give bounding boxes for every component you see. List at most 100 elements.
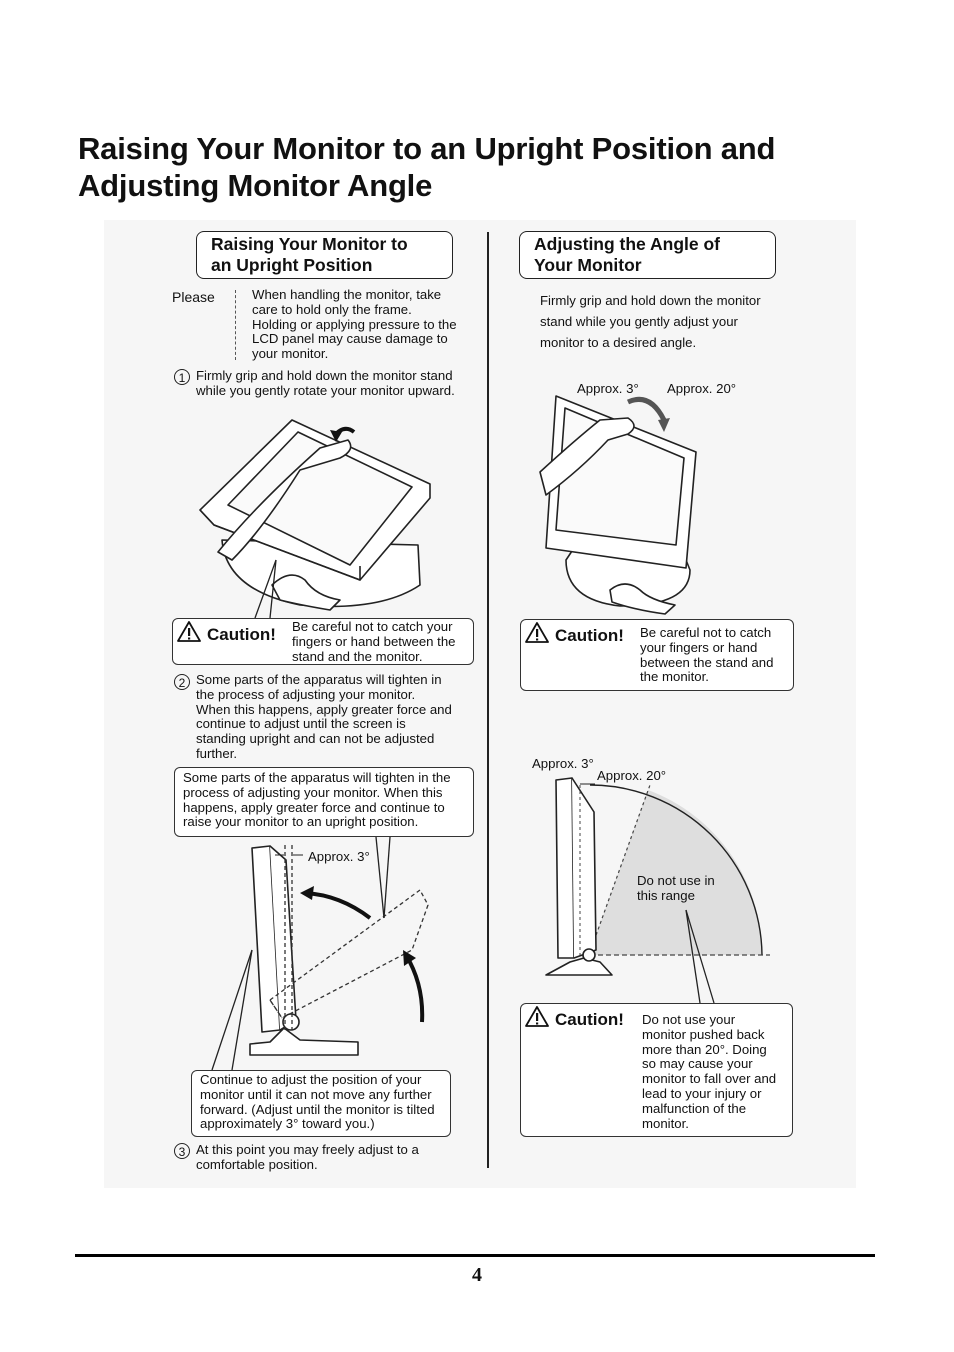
please-line: your monitor. bbox=[252, 346, 329, 362]
please-divider bbox=[235, 290, 236, 360]
please-line: When handling the monitor, take bbox=[252, 287, 442, 302]
right-heading-line1: Adjusting the Angle of bbox=[534, 234, 720, 254]
left-caution-label: Caution! bbox=[207, 625, 276, 644]
step3-number: 3 bbox=[174, 1143, 190, 1159]
page-number: 4 bbox=[472, 1264, 482, 1286]
stand-base bbox=[249, 1027, 359, 1056]
warning-triangle-icon bbox=[177, 621, 201, 642]
step2-line: Some parts of the apparatus will tighten… bbox=[196, 672, 442, 687]
caution-line: monitor to fall over and bbox=[642, 1071, 777, 1087]
step3-text: At this point you may freely adjust to a… bbox=[196, 1142, 486, 1173]
step2-line: continue to adjust until the screen is bbox=[196, 716, 406, 732]
caution-line: between the stand and bbox=[640, 654, 774, 670]
intro-line: monitor to a desired angle. bbox=[540, 335, 697, 350]
column-divider bbox=[487, 232, 489, 1168]
step2-number: 2 bbox=[174, 674, 190, 690]
step1-line: Firmly grip and hold down the monitor st… bbox=[196, 368, 453, 383]
right-caution2-label: Caution! bbox=[555, 1010, 624, 1029]
diagram-approx3-label: Approx. 3° bbox=[532, 756, 594, 771]
caution-line: lead to your injury or bbox=[642, 1085, 762, 1101]
caution-line: Be careful not to catch bbox=[640, 625, 772, 640]
diagram-approx20-label: Approx. 20° bbox=[597, 768, 667, 783]
left-heading-line2: an Upright Position bbox=[211, 255, 373, 275]
callout-line: monitor until it can not move any furthe… bbox=[200, 1086, 432, 1102]
left-approx3-label: Approx. 3° bbox=[308, 849, 370, 864]
right-caution1-text: Be careful not to catch your fingers or … bbox=[640, 625, 790, 685]
please-line: LCD panel may cause damage to bbox=[252, 331, 448, 347]
left-callout-continue: Continue to adjust the position of your … bbox=[191, 1070, 451, 1137]
please-line: care to hold only the frame. bbox=[252, 301, 412, 317]
left-caution-text: Be careful not to catch your fingers or … bbox=[292, 619, 472, 664]
raising-arm bbox=[217, 439, 352, 561]
intro-line: stand while you gently adjust your bbox=[540, 314, 738, 329]
caution-line: monitor. bbox=[642, 1115, 689, 1131]
callout-line: Continue to adjust the position of your bbox=[200, 1072, 422, 1087]
holding-hand bbox=[271, 574, 341, 611]
right-caution1-label: Caution! bbox=[555, 626, 624, 645]
caution-line: stand and the monitor. bbox=[292, 648, 423, 664]
step1-number: 1 bbox=[174, 369, 190, 385]
step3-line: At this point you may freely adjust to a bbox=[196, 1142, 419, 1157]
callout-line: happens, apply greater force and continu… bbox=[183, 799, 445, 815]
caution-line: Be careful not to catch your bbox=[292, 619, 453, 634]
range-line: this range bbox=[637, 887, 695, 903]
monitor-screen bbox=[227, 431, 413, 566]
restricted-range-label: Do not use in this range bbox=[637, 873, 715, 904]
page-title: Raising Your Monitor to an Upright Posit… bbox=[78, 130, 898, 204]
side-monitor bbox=[555, 777, 575, 959]
caution-line: monitor pushed back bbox=[642, 1026, 765, 1042]
left-caution-box bbox=[172, 618, 474, 665]
step1-line: while you gently rotate your monitor upw… bbox=[196, 382, 455, 398]
caution-line: more than 20°. Doing bbox=[642, 1041, 767, 1057]
right-holding-hand bbox=[609, 583, 676, 615]
side-stand bbox=[545, 957, 613, 976]
step1-text: Firmly grip and hold down the monitor st… bbox=[196, 368, 486, 399]
step2-line: When this happens, apply greater force a… bbox=[196, 701, 452, 717]
warning-triangle-icon bbox=[525, 1006, 549, 1027]
range-line: Do not use in bbox=[637, 873, 715, 888]
please-note: When handling the monitor, take care to … bbox=[252, 287, 487, 362]
step2-line: the process of adjusting your monitor. bbox=[196, 686, 416, 702]
page-title-line1: Raising Your Monitor to an Upright Posit… bbox=[78, 131, 776, 166]
footer-rule bbox=[75, 1254, 875, 1257]
adjusting-hand bbox=[539, 417, 635, 496]
please-line: Holding or applying pressure to the bbox=[252, 316, 457, 332]
caution-line: the monitor. bbox=[640, 669, 709, 685]
callout-line: Some parts of the apparatus will tighten… bbox=[183, 770, 451, 785]
step2-text: Some parts of the apparatus will tighten… bbox=[196, 672, 486, 762]
right-section-heading: Adjusting the Angle of Your Monitor bbox=[519, 231, 776, 279]
restricted-range bbox=[590, 790, 763, 955]
warning-triangle-icon bbox=[525, 622, 549, 643]
caution-line: Do not use your bbox=[642, 1012, 736, 1027]
callout-line: raise your monitor to an upright positio… bbox=[183, 814, 419, 830]
right-caution-box-1 bbox=[520, 619, 794, 691]
right-approx3-label: Approx. 3° bbox=[577, 381, 639, 396]
callout-line: forward. (Adjust until the monitor is ti… bbox=[200, 1101, 435, 1117]
page-title-line2: Adjusting Monitor Angle bbox=[78, 168, 433, 203]
rotate-arrowhead bbox=[330, 430, 342, 442]
callout-line: approximately 3° toward you.) bbox=[200, 1116, 375, 1132]
right-intro: Firmly grip and hold down the monitor st… bbox=[540, 290, 800, 353]
right-approx20-label: Approx. 20° bbox=[667, 381, 737, 396]
left-section-heading: Raising Your Monitor to an Upright Posit… bbox=[196, 231, 453, 279]
step3-line: comfortable position. bbox=[196, 1156, 318, 1172]
caution-line: fingers or hand between the bbox=[292, 633, 456, 649]
right-heading-line2: Your Monitor bbox=[534, 255, 642, 275]
callout-line: process of adjusting your monitor. When … bbox=[183, 784, 443, 800]
caution-line: so may cause your bbox=[642, 1056, 753, 1072]
right-caution-box-2 bbox=[520, 1003, 793, 1137]
caution-line: your fingers or hand bbox=[640, 639, 758, 655]
step2-line: further. bbox=[196, 745, 238, 761]
caution-line: malfunction of the bbox=[642, 1100, 747, 1116]
step2-line: standing upright and can not be adjusted bbox=[196, 731, 435, 747]
left-callout-tighten: Some parts of the apparatus will tighten… bbox=[174, 767, 474, 837]
intro-line: Firmly grip and hold down the monitor bbox=[540, 293, 761, 308]
please-label: Please bbox=[172, 289, 215, 305]
right-caution2-text: Do not use your monitor pushed back more… bbox=[642, 1012, 792, 1131]
left-heading-line1: Raising Your Monitor to bbox=[211, 234, 408, 254]
tilt-arrow-icon bbox=[626, 396, 667, 422]
